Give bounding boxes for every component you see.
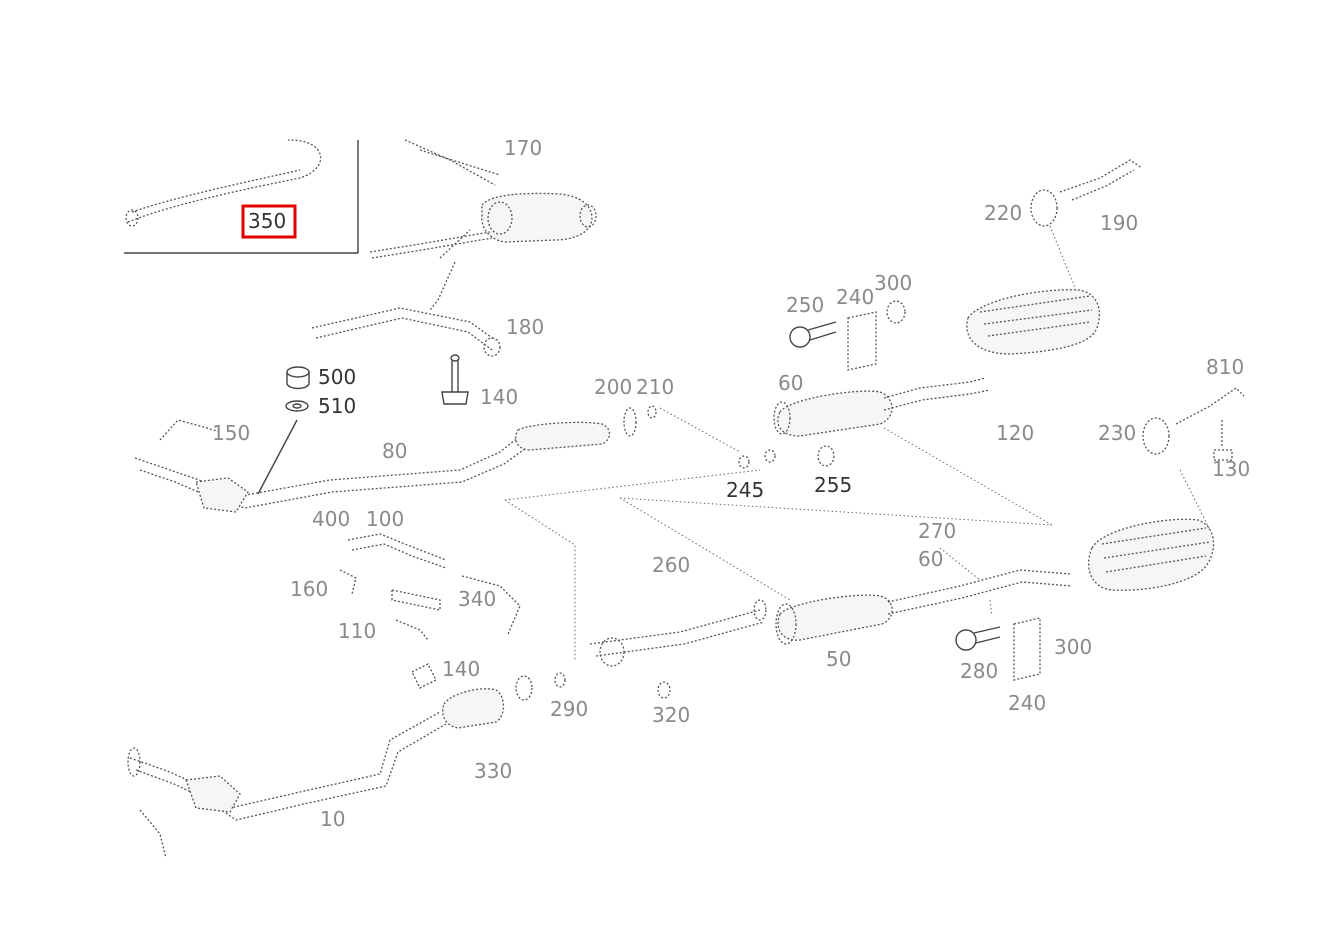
label-280[interactable]: 280: [960, 659, 998, 683]
label-330[interactable]: 330: [474, 759, 512, 783]
label-60-lower[interactable]: 60: [918, 547, 943, 571]
front-pipe-upper: [311, 139, 597, 357]
label-320[interactable]: 320: [652, 703, 690, 727]
label-350[interactable]: 350: [248, 209, 286, 233]
label-50[interactable]: 50: [826, 647, 851, 671]
label-140[interactable]: 140: [442, 657, 480, 681]
label-340[interactable]: 340: [458, 587, 496, 611]
label-400[interactable]: 400: [312, 507, 350, 531]
front-pipe-10: [127, 672, 671, 859]
grommet-500: [286, 366, 310, 390]
label-240-lower[interactable]: 240: [1008, 691, 1046, 715]
label-120[interactable]: 120: [996, 421, 1034, 445]
label-100[interactable]: 100: [366, 507, 404, 531]
assembly-leaders: [504, 407, 1053, 660]
label-270[interactable]: 270: [918, 519, 956, 543]
label-300-lower[interactable]: 300: [1054, 635, 1092, 659]
label-140-upper[interactable]: 140: [480, 385, 518, 409]
label-260[interactable]: 260: [652, 553, 690, 577]
label-300-upper[interactable]: 300: [874, 271, 912, 295]
label-180[interactable]: 180: [506, 315, 544, 339]
label-150[interactable]: 150: [212, 421, 250, 445]
label-810[interactable]: 810: [1206, 355, 1244, 379]
middle-silencer-60: [738, 377, 991, 469]
front-pipe-80: [134, 405, 657, 513]
bolt-bracket-upper: [789, 300, 906, 371]
label-60[interactable]: 60: [778, 371, 803, 395]
label-130[interactable]: 130: [1212, 457, 1250, 481]
catalyst-upper: [966, 159, 1143, 355]
label-170[interactable]: 170: [504, 136, 542, 160]
label-110[interactable]: 110: [338, 619, 376, 643]
label-200[interactable]: 200: [594, 375, 632, 399]
label-250[interactable]: 250: [786, 293, 824, 317]
catalyst-lower: [1088, 387, 1245, 591]
washer-510: [257, 400, 309, 495]
inset-frame: [124, 139, 359, 254]
label-10[interactable]: 10: [320, 807, 345, 831]
label-210[interactable]: 210: [636, 375, 674, 399]
label-290[interactable]: 290: [550, 697, 588, 721]
label-190[interactable]: 190: [1100, 211, 1138, 235]
label-510[interactable]: 510: [318, 394, 356, 418]
rear-silencer-50: [589, 569, 1073, 667]
label-230[interactable]: 230: [1098, 421, 1136, 445]
label-80[interactable]: 80: [382, 439, 407, 463]
label-255[interactable]: 255: [814, 473, 852, 497]
label-500[interactable]: 500: [318, 365, 356, 389]
label-245[interactable]: 245: [726, 478, 764, 502]
bolt-bracket-lower: [955, 617, 1041, 681]
label-160[interactable]: 160: [290, 577, 328, 601]
label-240-upper[interactable]: 240: [836, 285, 874, 309]
highlight-box-350: [241, 204, 297, 239]
bracket-cluster: [339, 533, 521, 689]
label-220[interactable]: 220: [984, 201, 1022, 225]
bolt-140-upper: [441, 354, 469, 405]
